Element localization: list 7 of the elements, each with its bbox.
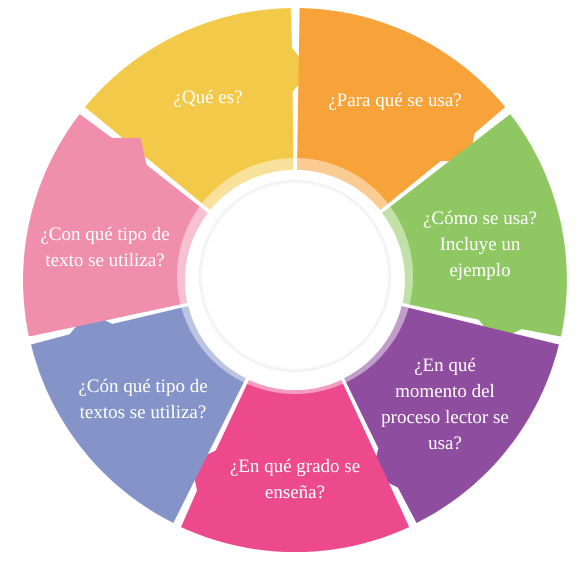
segment-text: ¿Cón qué tipo de textos se utiliza? bbox=[77, 374, 209, 425]
segment-text: ¿Qué es? bbox=[172, 86, 244, 110]
segment-text: ¿Para qué se usa? bbox=[327, 88, 463, 113]
segment-text: ¿Cómo se usa? Incluye un ejemplo bbox=[422, 206, 538, 283]
segment-text: ¿En qué momento del proceso lector se usa? bbox=[380, 354, 510, 456]
segment-text: ¿En qué grado se enseña? bbox=[228, 454, 362, 505]
segment-text: ¿Con qué tipo de texto se utiliza? bbox=[39, 222, 171, 273]
